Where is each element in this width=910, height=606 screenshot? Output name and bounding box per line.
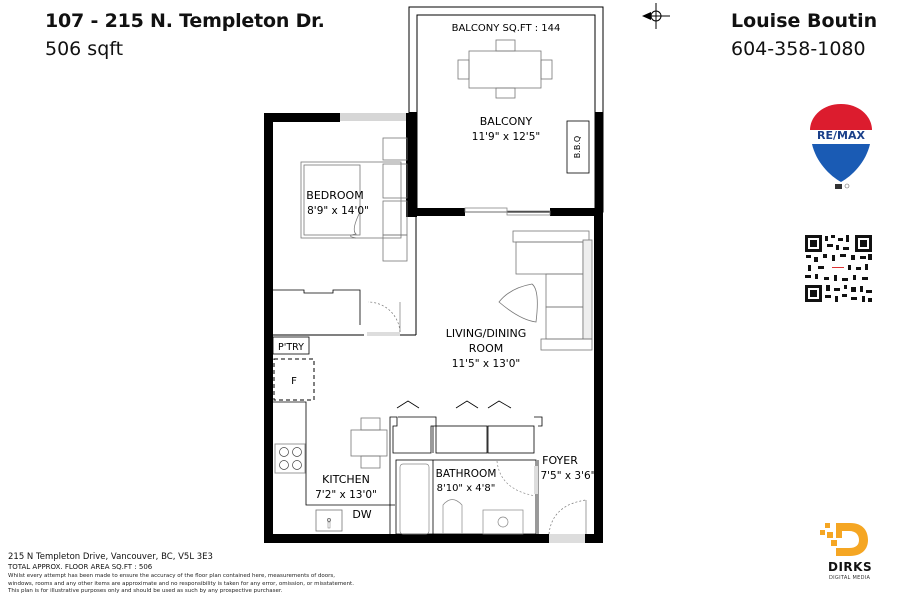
- agent-name: Louise Boutin: [731, 10, 878, 32]
- pantry-label: P'TRY: [278, 342, 304, 353]
- disclaimer-line-3: This plan is for illustrative purposes o…: [8, 588, 283, 594]
- listing-address-title: 107 - 215 N. Templeton Dr.: [45, 10, 325, 32]
- balcony-table: [457, 39, 553, 99]
- fridge-label: F: [291, 376, 297, 387]
- disclaimer-line-1: Whilst every attempt has been made to en…: [8, 573, 335, 579]
- dishwasher-label: DW: [352, 508, 371, 521]
- qr-code[interactable]: [805, 235, 872, 302]
- living-label-line1: LIVING/DINING: [446, 327, 527, 340]
- dirks-logo-icon: [820, 523, 868, 556]
- foyer-dims: 7'5" x 3'6": [540, 470, 595, 482]
- remax-logo: RE/MAX: [810, 104, 872, 189]
- balcony-dims: 11'9" x 12'5": [472, 131, 540, 143]
- bedroom-label: BEDROOM: [306, 189, 363, 202]
- dirks-subtitle: DIGITAL MEDIA: [829, 575, 871, 581]
- footer-address: 215 N Templeton Drive, Vancouver, BC, V5…: [8, 552, 213, 562]
- balcony-label: BALCONY: [480, 115, 533, 128]
- living-label-line2: ROOM: [469, 342, 503, 355]
- bathroom-label: BATHROOM: [436, 468, 497, 480]
- kitchen-label: KITCHEN: [322, 473, 370, 486]
- kitchen-dims: 7'2" x 13'0": [315, 489, 377, 501]
- remax-wordmark: RE/MAX: [817, 129, 865, 142]
- dirks-wordmark: DIRKS: [828, 560, 873, 574]
- footer-total-area: TOTAL APPROX. FLOOR AREA SQ.FT : 506: [8, 563, 153, 571]
- north-arrow-icon: [642, 3, 670, 29]
- bedroom-dims: 8'9" x 14'0": [307, 205, 369, 217]
- disclaimer-line-2: windows, rooms and any other items are a…: [8, 580, 354, 587]
- agent-phone[interactable]: 604-358-1080: [731, 38, 866, 60]
- listing-area: 506 sqft: [45, 38, 124, 60]
- foyer-label: FOYER: [542, 454, 578, 467]
- living-dims: 11'5" x 13'0": [452, 358, 520, 370]
- bbq-label: B.B.Q: [573, 136, 582, 158]
- balcony-sqft-label: BALCONY SQ.FT : 144: [452, 23, 561, 34]
- footer-disclaimer: Whilst every attempt has been made to en…: [8, 573, 378, 596]
- bathroom-dims: 8'10" x 4'8": [437, 483, 496, 494]
